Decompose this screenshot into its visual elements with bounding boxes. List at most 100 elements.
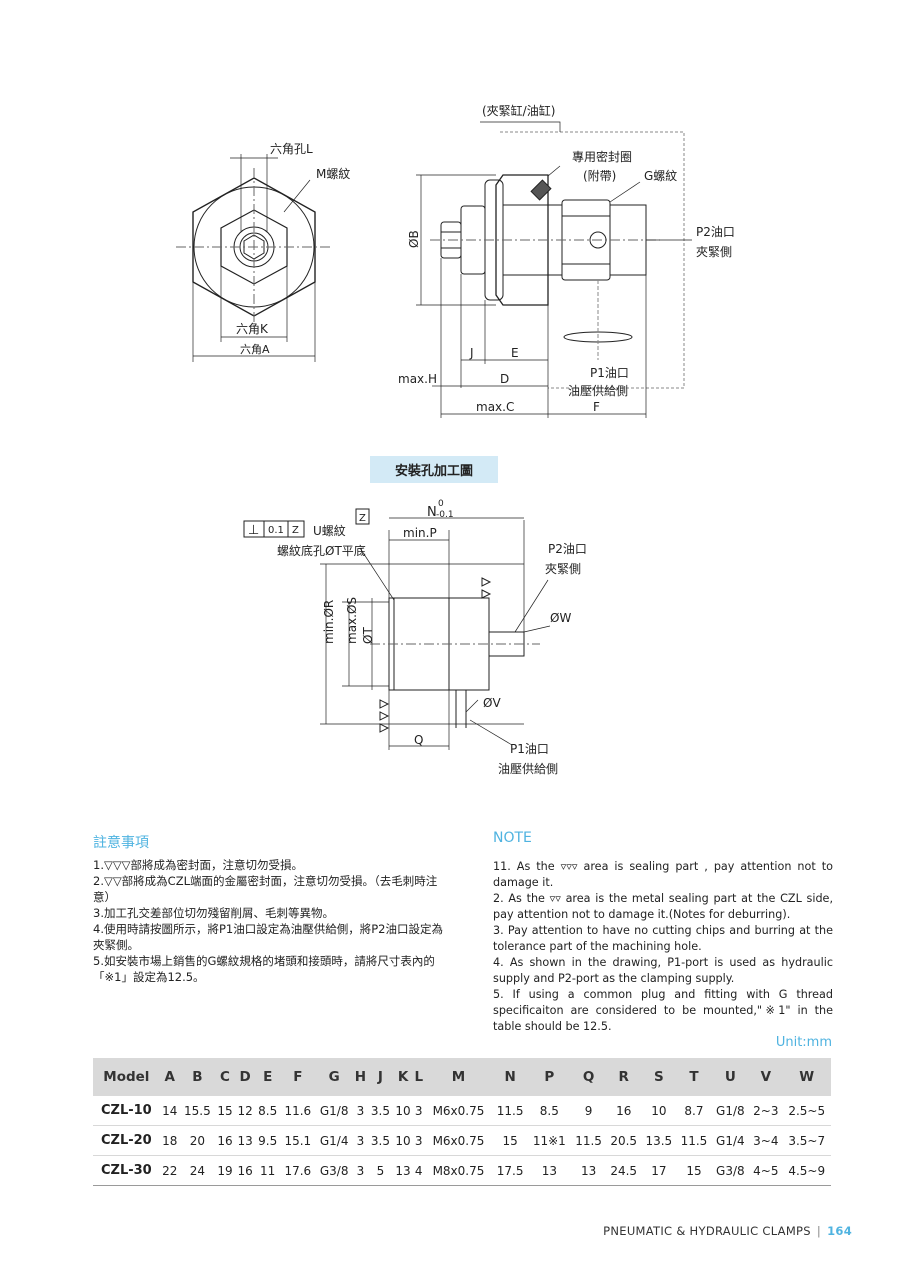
table-cell: 11.6 — [280, 1096, 316, 1126]
label-hex-k: 六角K — [236, 322, 269, 336]
table-cell: 15.5 — [179, 1096, 215, 1126]
product-drawing: 六角孔L M螺紋 六角K 六角A — [176, 103, 735, 418]
table-cell: M8x0.75 — [424, 1155, 493, 1186]
column-header-n: N — [492, 1058, 528, 1096]
label-top-note: (夾緊缸/油缸) — [482, 103, 555, 118]
label-dim-d: D — [500, 372, 509, 386]
footer-text: PNEUMATIC & HYDRAULIC CLAMPS — [603, 1224, 811, 1238]
column-header-t: T — [676, 1058, 712, 1096]
label-p1-side: 油壓供給側 — [568, 384, 628, 398]
column-header-v: V — [749, 1058, 783, 1096]
table-cell: 3.5~7 — [782, 1125, 831, 1156]
table-cell: 4 — [413, 1155, 425, 1186]
note-cn-item: 3.加工孔交差部位切勿殘留削屑、毛刺等異物。 — [93, 906, 334, 920]
table-cell: 4~5 — [749, 1155, 783, 1186]
table-cell: 13 — [571, 1155, 607, 1186]
label-n-upper: 0 — [438, 499, 444, 509]
table-cell: 24.5 — [606, 1155, 642, 1186]
label-n-lower: -0.1 — [436, 510, 454, 520]
column-header-b: B — [179, 1058, 215, 1096]
column-header-q: Q — [571, 1058, 607, 1096]
label-dim-f: F — [593, 400, 600, 414]
table-cell: G1/4 — [315, 1125, 354, 1156]
table-cell: 16 — [606, 1096, 642, 1126]
column-header-d: D — [235, 1058, 256, 1096]
table-cell: 10 — [393, 1096, 414, 1126]
table-cell: 17.5 — [492, 1155, 528, 1186]
table-cell: 10 — [641, 1096, 677, 1126]
column-header-e: E — [255, 1058, 281, 1096]
label-u-thread: U螺紋 — [313, 524, 346, 538]
table-cell: M6x0.75 — [424, 1096, 493, 1126]
label-p1-port: P1油口 — [510, 742, 549, 756]
note-en-item: 5. If using a common plug and fitting wi… — [493, 988, 833, 1033]
table-cell: 13 — [527, 1155, 572, 1186]
table-cell: 9.5 — [255, 1125, 281, 1156]
note-en-item: 3. Pay attention to have no cutting chip… — [493, 924, 833, 953]
table-cell: 11.5 — [492, 1096, 528, 1126]
label-p2-port: P2油口 — [548, 542, 587, 556]
note-cn-item: 5.如安裝市場上銷售的G螺紋規格的堵頭和接頭時，請將尺寸表內的「※1」設定為12… — [93, 954, 435, 984]
table-cell: 11 — [255, 1155, 281, 1186]
note-cn-item: 1.▽▽▽部將成為密封面，注意切勿受損。 — [93, 858, 304, 872]
label-p2-side: 夾緊側 — [696, 245, 732, 259]
table-cell: 13.5 — [641, 1125, 677, 1156]
notes-cn-title: 註意事項 — [93, 835, 149, 851]
table-cell: 3.5 — [367, 1125, 393, 1156]
tol-value: 0.1 — [268, 525, 284, 536]
note-en-item: 11. As the ▿▿▿ area is sealing part , pa… — [493, 860, 833, 889]
table-cell: 3~4 — [749, 1125, 783, 1156]
label-min-p: min.P — [403, 526, 437, 540]
footer-separator: | — [816, 1224, 822, 1238]
column-header-j: J — [367, 1058, 393, 1096]
table-cell: 5 — [367, 1155, 393, 1186]
column-header-f: F — [280, 1058, 316, 1096]
table-cell: M6x0.75 — [424, 1125, 493, 1156]
table-cell: 9 — [571, 1096, 607, 1126]
label-dim-j: J — [469, 346, 474, 360]
label-max-h: max.H — [398, 372, 437, 386]
table-cell: 13 — [393, 1155, 414, 1186]
column-header-g: G — [315, 1058, 354, 1096]
label-dim-n: N — [427, 505, 437, 520]
label-p2-side: 夾緊側 — [545, 562, 581, 576]
table-cell: 3 — [413, 1096, 425, 1126]
tol-symbol: ⊥ — [248, 523, 259, 538]
table-cell: 3 — [353, 1125, 368, 1156]
table-cell: 4.5~9 — [782, 1155, 831, 1186]
table-cell: G1/8 — [315, 1096, 354, 1126]
label-p1-port: P1油口 — [590, 366, 629, 380]
label-g-thread: G螺紋 — [644, 169, 677, 183]
label-hex-a: 六角A — [240, 343, 270, 356]
column-header-r: R — [606, 1058, 642, 1096]
column-header-h: H — [353, 1058, 368, 1096]
table-cell: 8.7 — [676, 1096, 712, 1126]
notes-en-title: NOTE — [493, 830, 532, 846]
front-view — [176, 154, 332, 362]
label-seal-1: 專用密封圈 — [572, 149, 632, 164]
label-dia-b: ØB — [407, 230, 421, 248]
table-cell: 3 — [353, 1096, 368, 1126]
table-cell: G1/4 — [711, 1125, 750, 1156]
table-cell: 20 — [179, 1125, 215, 1156]
column-header-a: A — [159, 1058, 180, 1096]
notes-cn-list: 1.▽▽▽部將成為密封面，注意切勿受損。 2.▽▽部將成為CZL端面的金屬密封面… — [93, 857, 443, 985]
table-cell: 20.5 — [606, 1125, 642, 1156]
model-cell: CZL-10 — [93, 1096, 160, 1126]
table-cell: 8.5 — [527, 1096, 572, 1126]
table-cell: 15 — [676, 1155, 712, 1186]
label-t-hole: 螺紋底孔ØT平底 — [277, 543, 366, 558]
label-max-s: max.ØS — [345, 597, 359, 644]
table-cell: 2.5~5 — [782, 1096, 831, 1126]
table-cell: 24 — [179, 1155, 215, 1186]
table-cell: 12 — [235, 1096, 256, 1126]
label-dim-e: E — [511, 346, 519, 360]
table-cell: 11※1 — [527, 1125, 572, 1156]
table-cell: 10 — [393, 1125, 414, 1156]
table-cell: 16 — [235, 1155, 256, 1186]
label-dim-q: Q — [414, 733, 423, 747]
